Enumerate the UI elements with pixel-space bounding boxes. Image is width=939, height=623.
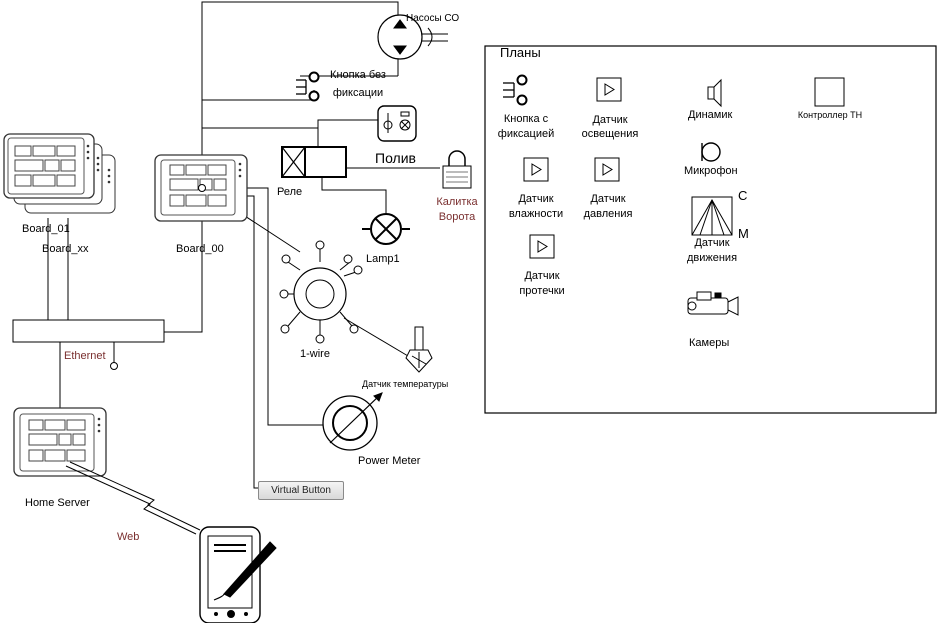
watering-label: Полив — [375, 150, 416, 166]
legend-microphone-label: Микрофон — [684, 165, 738, 177]
light-sensor-icon — [596, 77, 622, 102]
ethernet-label: Ethernet — [64, 350, 106, 362]
relay-label: Реле — [277, 186, 303, 198]
web-link — [65, 461, 201, 535]
home-server-label: Home Server — [25, 497, 90, 509]
button-momentary-label: Кнопка без фиксации — [330, 69, 386, 99]
humidity-sensor-icon — [523, 157, 549, 182]
momentary-button-icon — [296, 71, 320, 102]
board-xx-label: Board_xx — [42, 243, 89, 255]
lamp-label: Lamp1 — [366, 253, 400, 265]
latching-button-icon — [503, 74, 528, 106]
camera-icon — [687, 291, 739, 316]
microphone-icon — [701, 142, 721, 162]
legend-leak-sensor-label: Датчик протечки — [519, 270, 565, 297]
legend-pressure-sensor-label: Датчик давления — [583, 193, 633, 220]
board-00-label: Board_00 — [176, 243, 224, 255]
controller-icon — [814, 77, 845, 107]
tablet-device — [199, 526, 277, 623]
legend-motion-c: C — [738, 188, 748, 203]
ethernet-hub — [12, 319, 165, 370]
padlock-icon — [442, 150, 472, 189]
legend-speaker-label: Динамик — [688, 109, 733, 121]
web-label: Web — [117, 531, 140, 543]
pump-icon — [377, 14, 448, 60]
speaker-icon — [707, 78, 722, 108]
temperature-sensor-label: Датчик температуры — [362, 379, 449, 389]
power-meter-icon — [322, 392, 383, 451]
home-server-device — [13, 407, 107, 477]
wires — [47, 1, 440, 489]
relay-icon — [281, 146, 347, 178]
onewire-hub — [279, 240, 363, 344]
legend-title: Планы — [500, 45, 541, 60]
board-01-label: Board_01 — [22, 223, 70, 235]
legend-light-sensor-label: Датчик освещения — [581, 114, 639, 140]
temperature-sensor-icon — [405, 326, 433, 373]
legend-cameras-label: Камеры — [689, 337, 730, 349]
legend-controller-label: Контроллер TH — [797, 110, 863, 120]
leak-sensor-icon — [529, 234, 555, 259]
pressure-sensor-icon — [594, 157, 620, 182]
valve-icon — [377, 105, 417, 142]
power-meter-label: Power Meter — [358, 455, 421, 467]
pumps-label: Насосы СО — [406, 13, 460, 24]
virtual-button[interactable]: Virtual Button — [258, 481, 344, 500]
legend-box — [484, 45, 937, 414]
legend-humidity-sensor-label: Датчик влажности — [508, 193, 564, 220]
lamp-icon — [362, 213, 410, 245]
motion-sensor-icon — [691, 196, 733, 236]
legend-motion-m: M — [738, 226, 749, 241]
board-01-device — [3, 133, 116, 214]
board-00-device — [154, 154, 248, 222]
legend-button-latching-label: Кнопка с фиксацией — [497, 113, 555, 140]
legend-motion-sensor-label: Датчик движения — [686, 237, 738, 264]
onewire-label: 1-wire — [300, 348, 330, 360]
gate-label: Калитка Ворота — [436, 196, 478, 223]
